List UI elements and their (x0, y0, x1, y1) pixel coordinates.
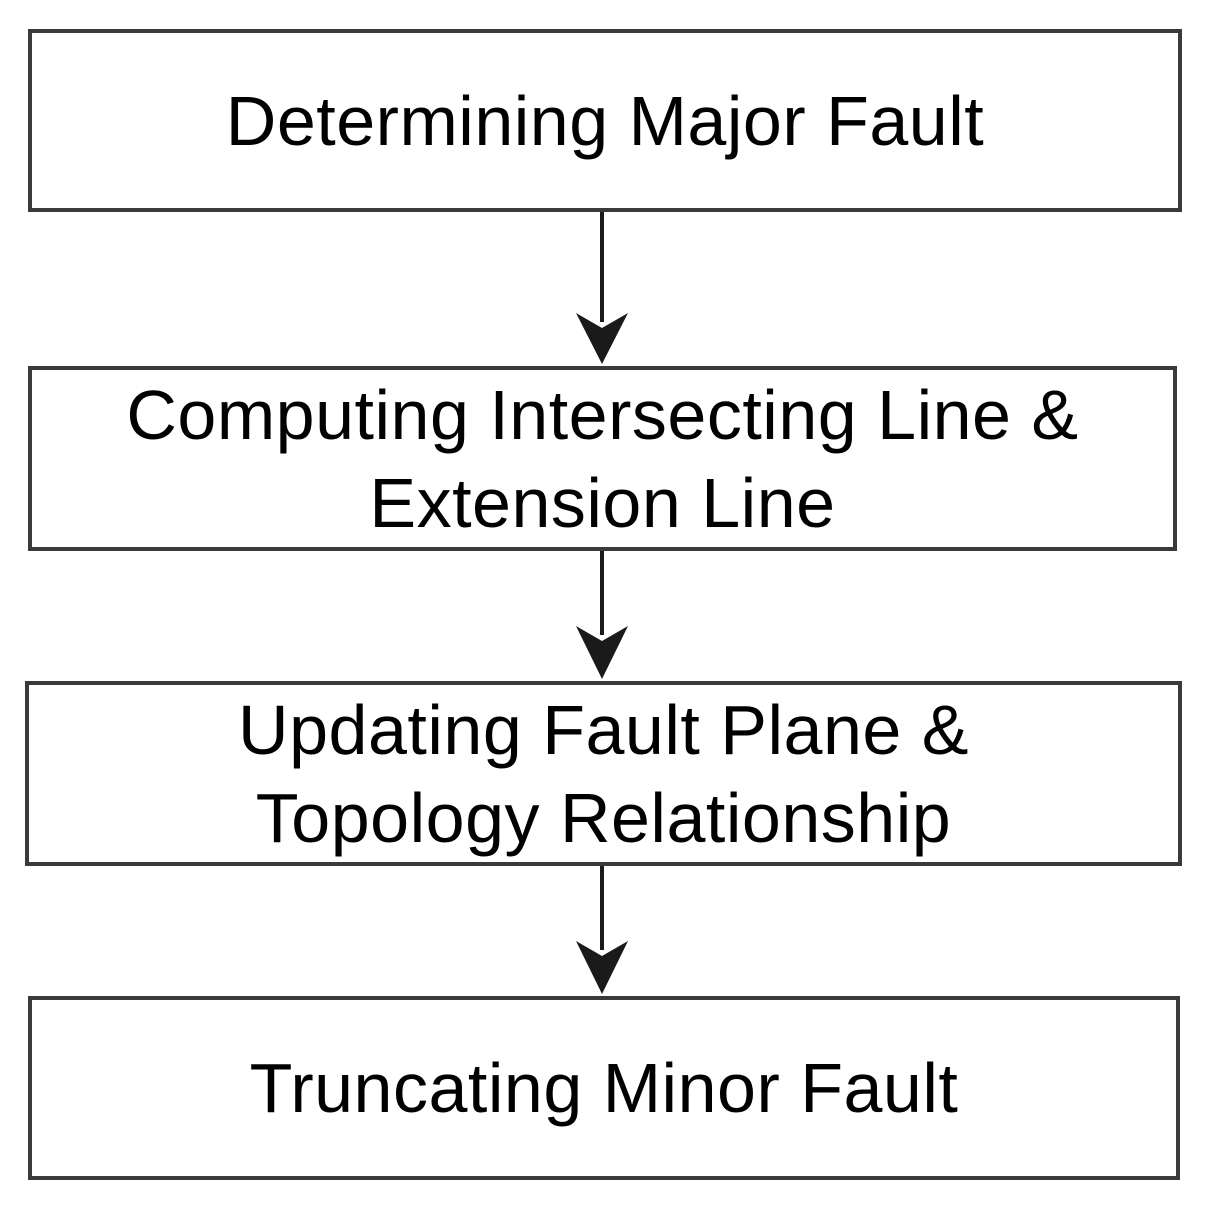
step-label: Truncating Minor Fault (249, 1049, 959, 1127)
step-box-updating-fault-plane: Updating Fault Plane & Topology Relation… (25, 681, 1182, 866)
arrowhead (576, 313, 628, 364)
step-label: Updating Fault Plane & Topology Relation… (238, 690, 969, 857)
step-label: Computing Intersecting Line & Extension … (126, 375, 1079, 542)
arrow-step-3-to-4 (576, 866, 628, 994)
arrow-step-1-to-2 (576, 212, 628, 364)
arrowhead (576, 626, 628, 679)
step-label: Determining Major Fault (225, 81, 985, 160)
arrowhead (576, 941, 628, 994)
arrow-step-2-to-3 (576, 551, 628, 679)
step-box-determining-major-fault: Determining Major Fault (28, 29, 1182, 212)
step-box-computing-intersecting-line: Computing Intersecting Line & Extension … (28, 366, 1177, 551)
step-box-truncating-minor-fault: Truncating Minor Fault (28, 996, 1180, 1180)
